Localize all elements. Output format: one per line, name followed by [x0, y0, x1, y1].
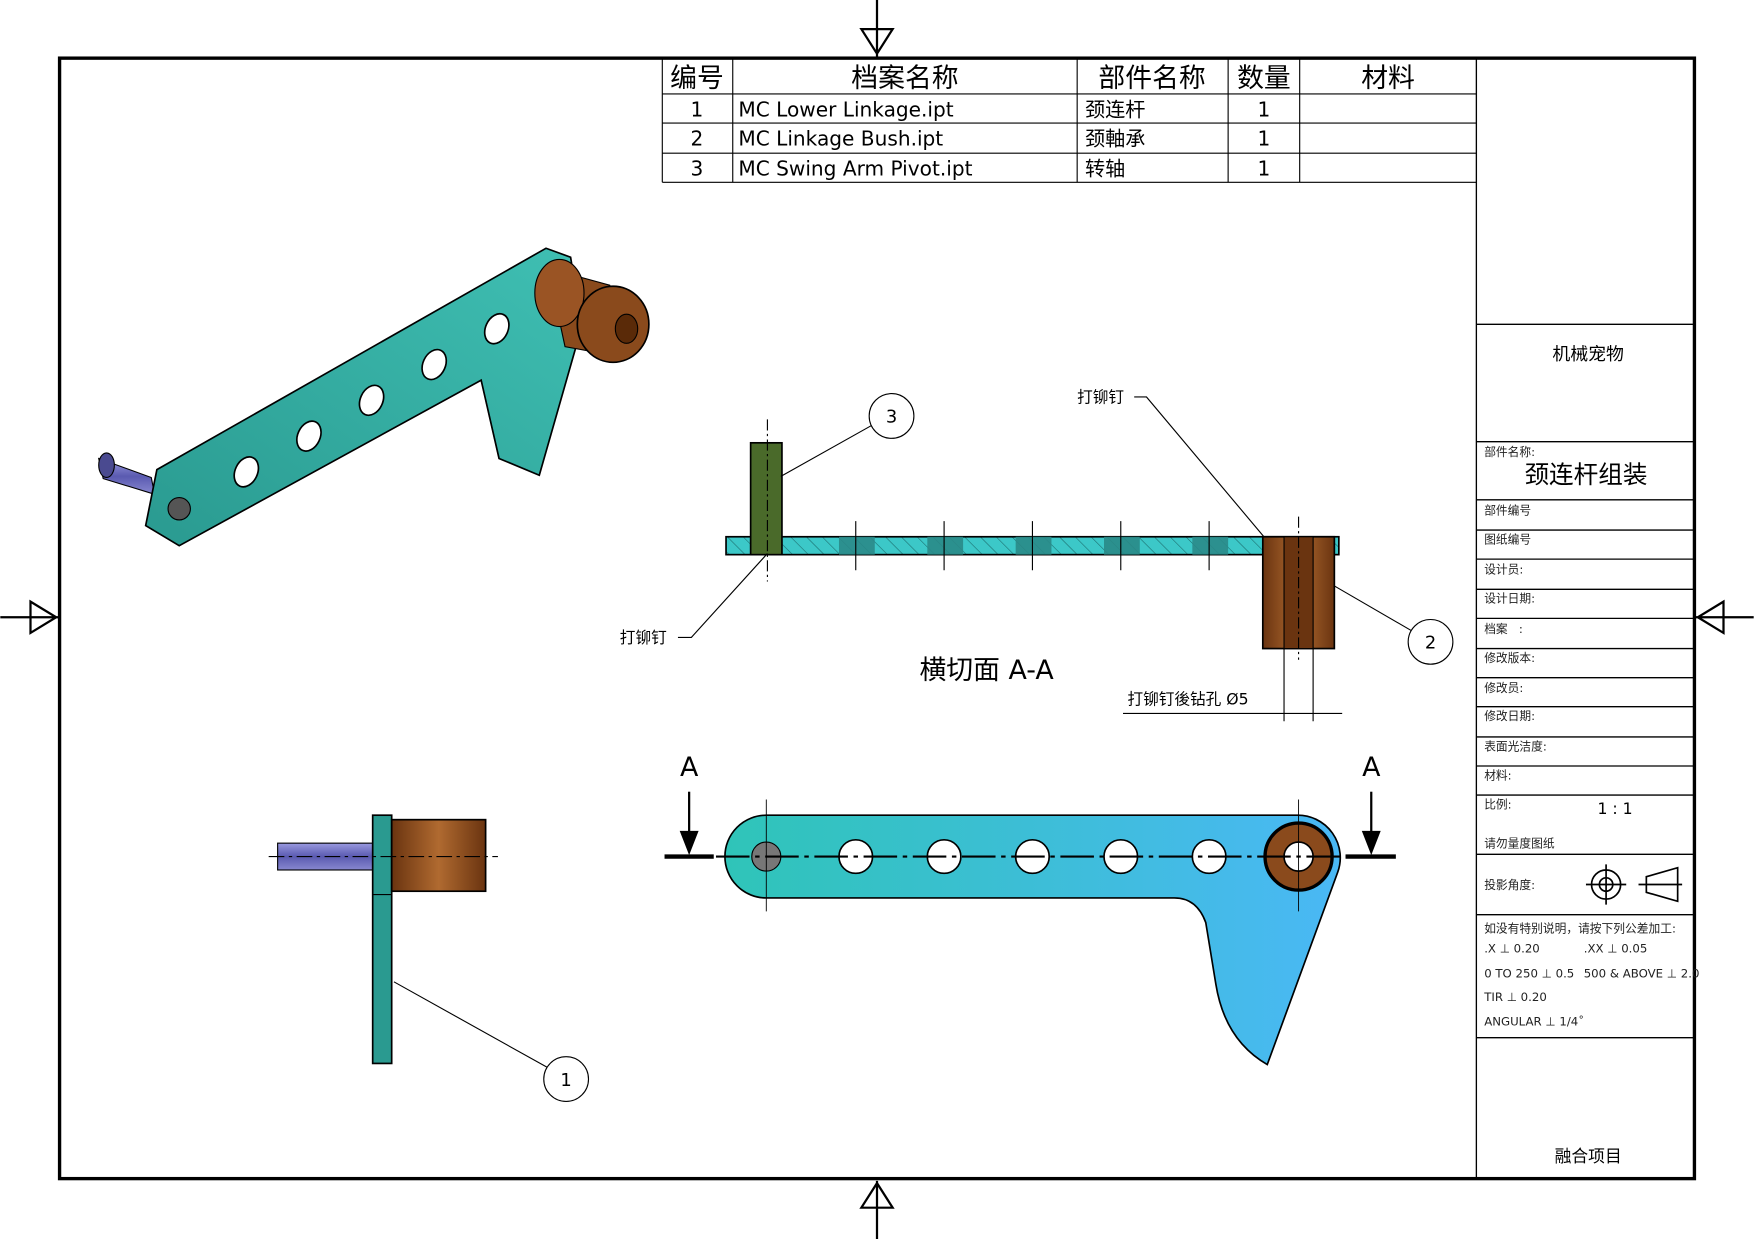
- bom-qty: 1: [1258, 157, 1271, 181]
- material-label: 材料:: [1484, 768, 1511, 782]
- revision-label: 修改版本:: [1484, 651, 1535, 665]
- rivet-note-right: 打铆钉: [1077, 388, 1124, 407]
- projection-label: 投影角度:: [1484, 878, 1535, 892]
- bom-qty: 1: [1258, 126, 1271, 150]
- reviser-label: 修改员:: [1484, 681, 1523, 695]
- part-no-label: 部件编号: [1484, 503, 1531, 517]
- tolerance-range-1: 0 TO 250 ⊥ 0.5: [1484, 966, 1574, 980]
- front-view: A A 1: [393, 752, 1396, 1103]
- bom-no: 1: [691, 97, 704, 121]
- rivet-note-left: 打铆钉: [620, 628, 667, 647]
- tolerance-range-2: 500 & ABOVE ⊥ 2.0: [1584, 966, 1700, 980]
- scale-value: 1 : 1: [1597, 799, 1632, 818]
- finish-label: 表面光洁度:: [1484, 739, 1547, 753]
- bom-no: 3: [691, 157, 704, 181]
- section-marker-left: A: [680, 752, 699, 783]
- projection-symbol-icon: [1585, 864, 1683, 905]
- bom-qty: 1: [1258, 97, 1271, 121]
- tolerance-note: 如没有特别说明，请按下列公差加工:: [1484, 922, 1676, 936]
- parts-list-table: 编号 档案名称 部件名称 数量 材料 1 MC Lower Linkage.ip…: [661, 59, 1477, 183]
- title-block: 机械宠物 部件名称: 颈连杆组装 部件编号 图纸编号 设计员: 设计日期: 档案…: [1475, 58, 1700, 1179]
- bom-header-qty: 数量: [1237, 63, 1291, 94]
- bom-file: MC Lower Linkage.ipt: [738, 97, 953, 121]
- tolerance-angular: ANGULAR ⊥ 1/4˚: [1484, 1014, 1584, 1028]
- revise-date-label: 修改日期:: [1484, 709, 1535, 723]
- bom-no: 2: [691, 126, 704, 150]
- sheet-border: [57, 56, 1697, 1181]
- balloon-2: 2: [1425, 633, 1436, 654]
- side-view: [268, 814, 498, 1065]
- part-name: 颈连杆组装: [1524, 460, 1647, 489]
- bom-part: 颈连杆: [1085, 97, 1145, 121]
- tolerance-tir: TIR ⊥ 0.20: [1483, 990, 1547, 1004]
- drawing-no-label: 图纸编号: [1484, 532, 1531, 546]
- isometric-view: [97, 247, 650, 547]
- project-name: 融合项目: [1555, 1146, 1622, 1166]
- bom-part: 转轴: [1085, 157, 1125, 181]
- bom-header-part: 部件名称: [1098, 63, 1205, 94]
- bom-part: 颈軸承: [1085, 126, 1145, 150]
- table-row: 1 MC Lower Linkage.ipt 颈连杆 1: [691, 97, 1271, 121]
- tolerance-x: .X ⊥ 0.20: [1484, 942, 1540, 956]
- part-name-label: 部件名称:: [1484, 445, 1535, 459]
- drill-note: 打铆钉後钻孔 Ø5: [1127, 689, 1248, 708]
- section-view-a-a: 3 2 打铆钉 打铆钉 打铆钉後钻孔 Ø5 横切面 A-A: [620, 388, 1454, 722]
- table-row: 2 MC Linkage Bush.ipt 颈軸承 1: [691, 126, 1271, 150]
- bom-header-material: 材料: [1361, 63, 1415, 94]
- bom-header-file: 档案名称: [851, 63, 958, 94]
- scale-label: 比例:: [1484, 797, 1511, 811]
- designer-label: 设计员:: [1484, 563, 1523, 577]
- company-name: 机械宠物: [1552, 344, 1624, 365]
- no-scale-note: 请勿量度图纸: [1484, 837, 1555, 851]
- balloon-3: 3: [886, 407, 897, 428]
- section-title: 横切面 A-A: [919, 655, 1054, 686]
- bom-header-no: 编号: [670, 63, 724, 94]
- section-marker-right: A: [1362, 752, 1381, 783]
- bom-file: MC Swing Arm Pivot.ipt: [738, 157, 972, 181]
- tolerance-xx: .XX ⊥ 0.05: [1584, 942, 1648, 956]
- bom-file: MC Linkage Bush.ipt: [738, 126, 943, 150]
- file-label: 档案 :: [1484, 622, 1523, 636]
- balloon-1: 1: [560, 1070, 571, 1091]
- design-date-label: 设计日期:: [1484, 592, 1535, 606]
- table-row: 3 MC Swing Arm Pivot.ipt 转轴 1: [691, 157, 1271, 181]
